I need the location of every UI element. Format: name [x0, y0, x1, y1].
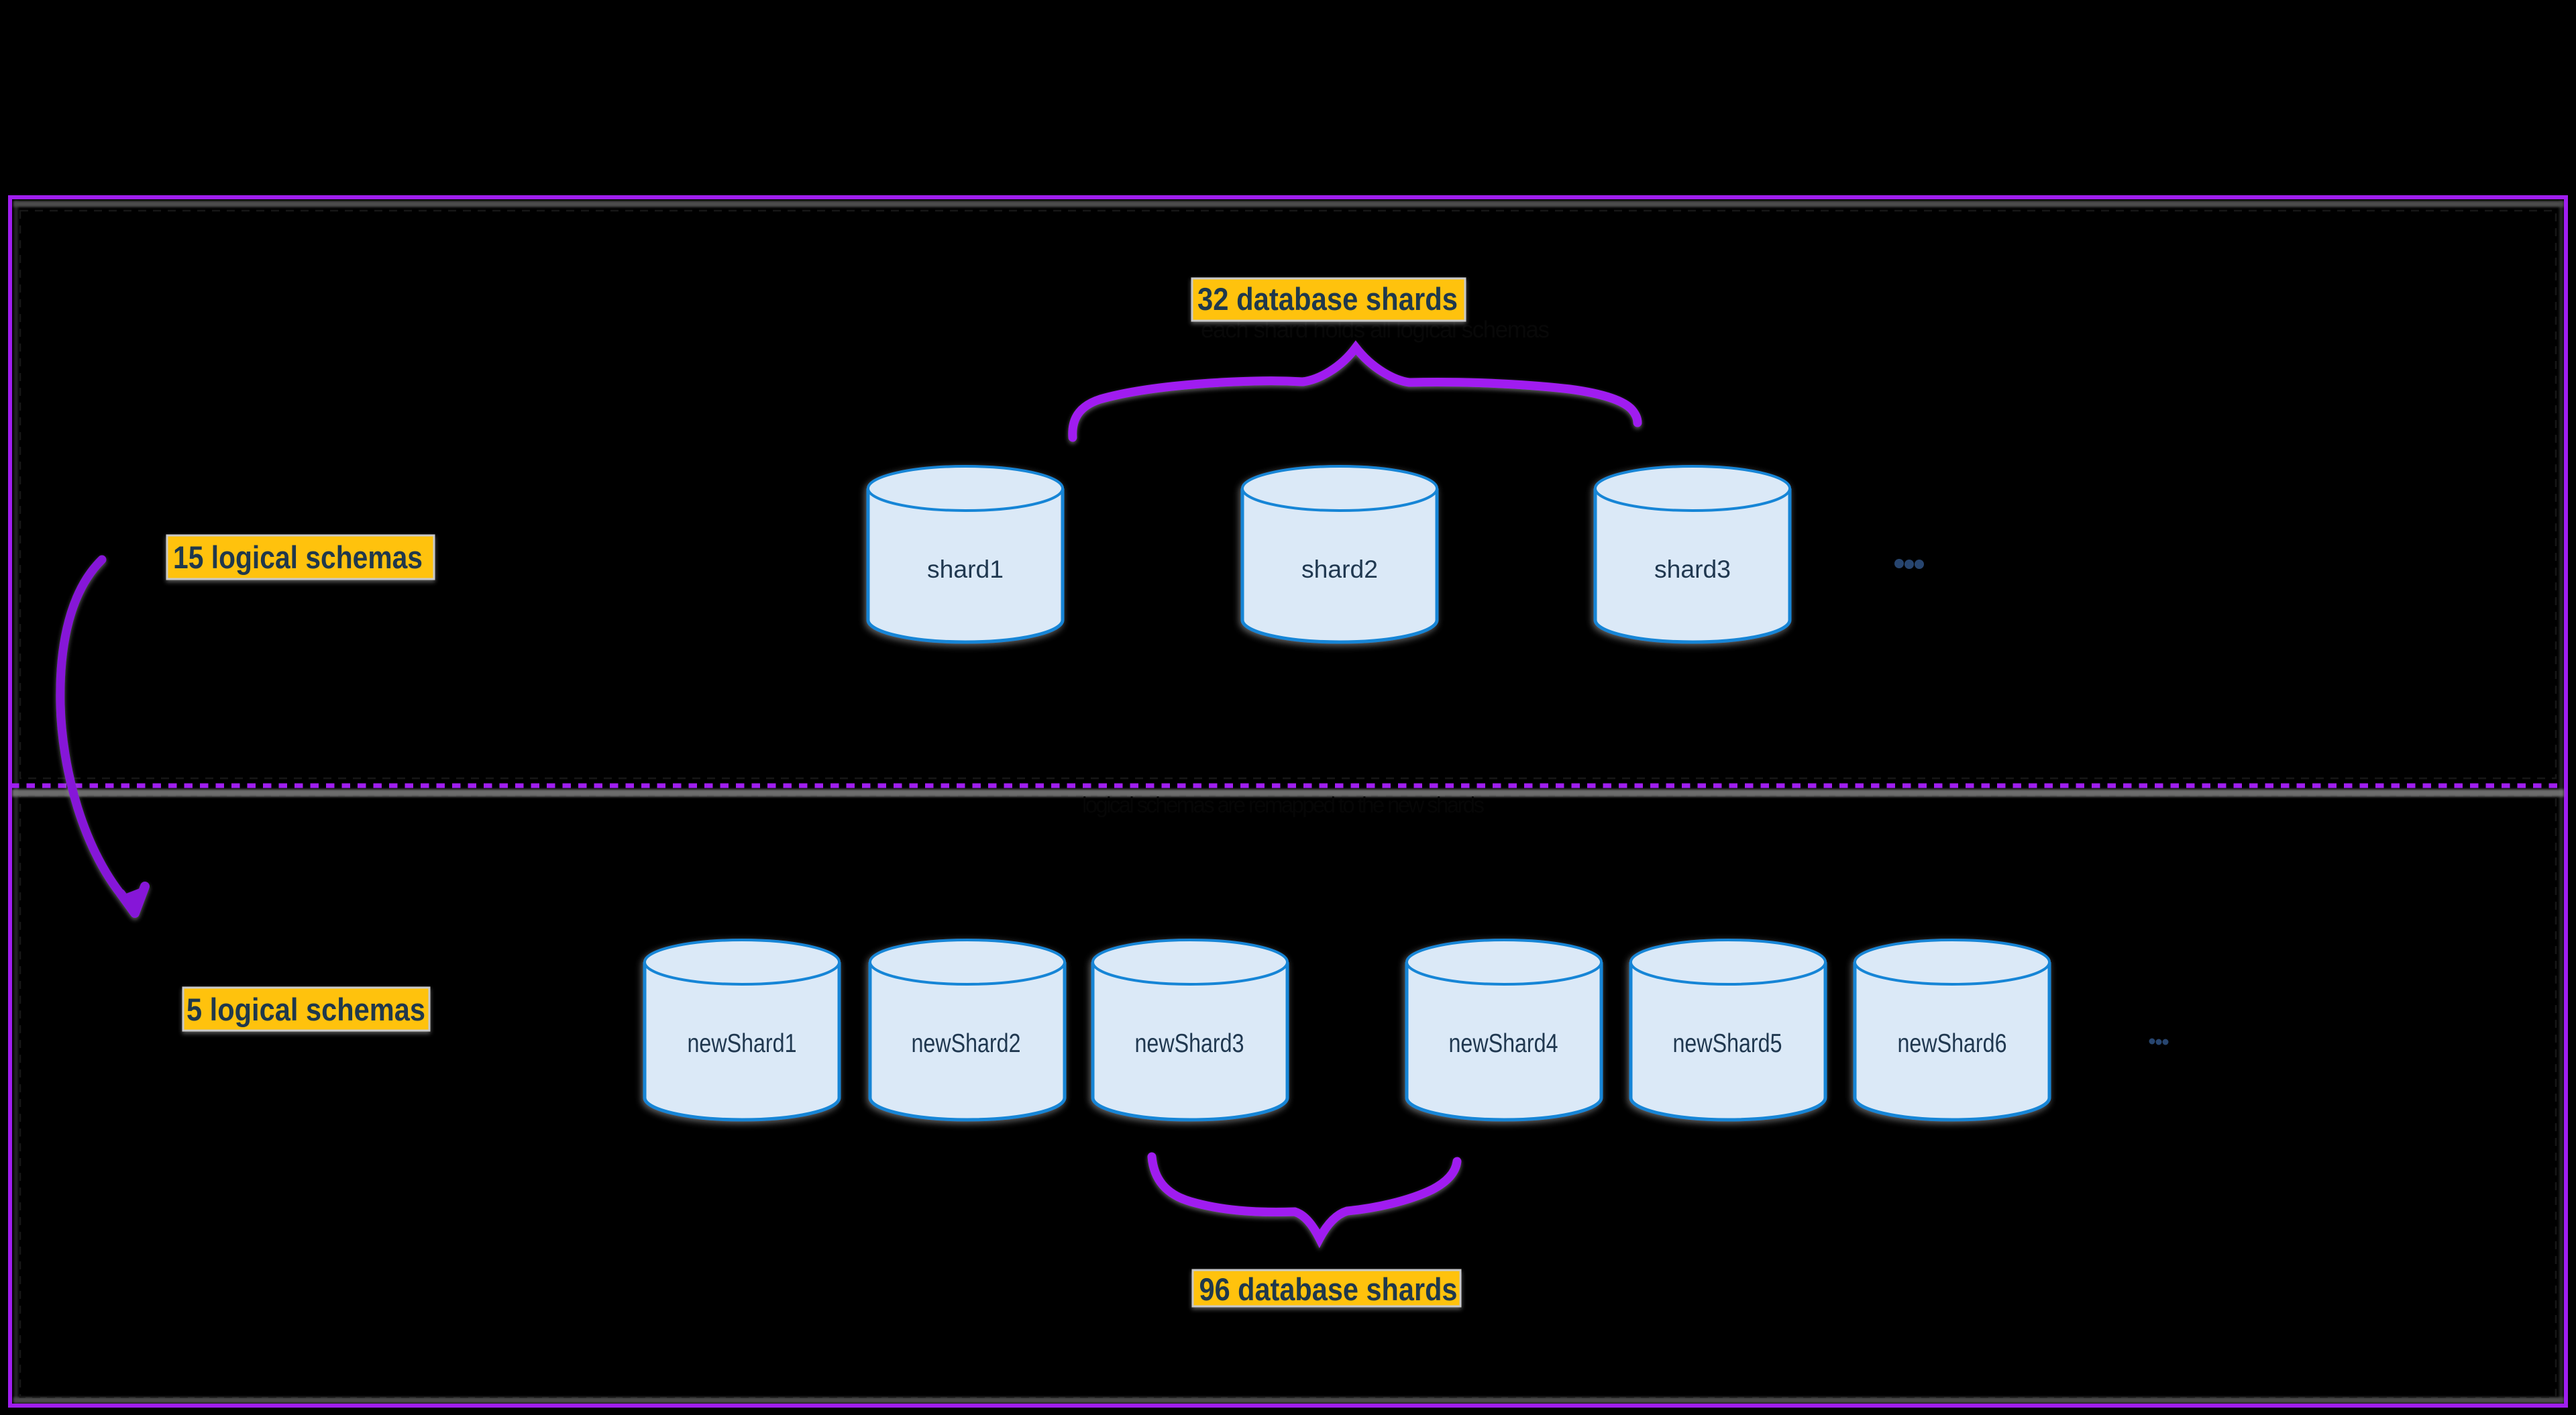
svg-text:newShard2: newShard2 [912, 1029, 1021, 1058]
svg-text:newShard6: newShard6 [1898, 1029, 2007, 1058]
svg-text:newShard4: newShard4 [1449, 1029, 1558, 1058]
svg-text:shard1: shard1 [927, 556, 1004, 583]
svg-text:5 logical schemas: 5 logical schemas [186, 992, 425, 1027]
svg-text:shard2: shard2 [1301, 556, 1378, 583]
svg-text:shard3: shard3 [1654, 556, 1731, 583]
svg-text:logical schemas are remapped t: logical schemas are remapped to the new … [1082, 792, 1485, 817]
svg-text:newShard5: newShard5 [1673, 1029, 1782, 1058]
svg-text:96 database shards: 96 database shards [1199, 1271, 1458, 1307]
svg-text:32 database shards: 32 database shards [1197, 281, 1458, 317]
svg-text:newShard3: newShard3 [1135, 1029, 1244, 1058]
svg-text:newShard1: newShard1 [688, 1029, 797, 1058]
svg-text:15 logical schemas: 15 logical schemas [173, 539, 423, 575]
